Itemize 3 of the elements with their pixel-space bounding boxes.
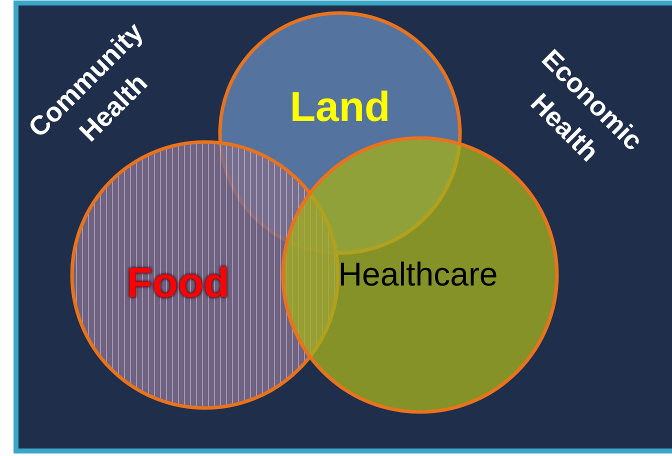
circle-label: Food: [126, 262, 230, 304]
circle-label: Land: [290, 86, 390, 128]
circle-label: Healthcare: [338, 258, 498, 290]
